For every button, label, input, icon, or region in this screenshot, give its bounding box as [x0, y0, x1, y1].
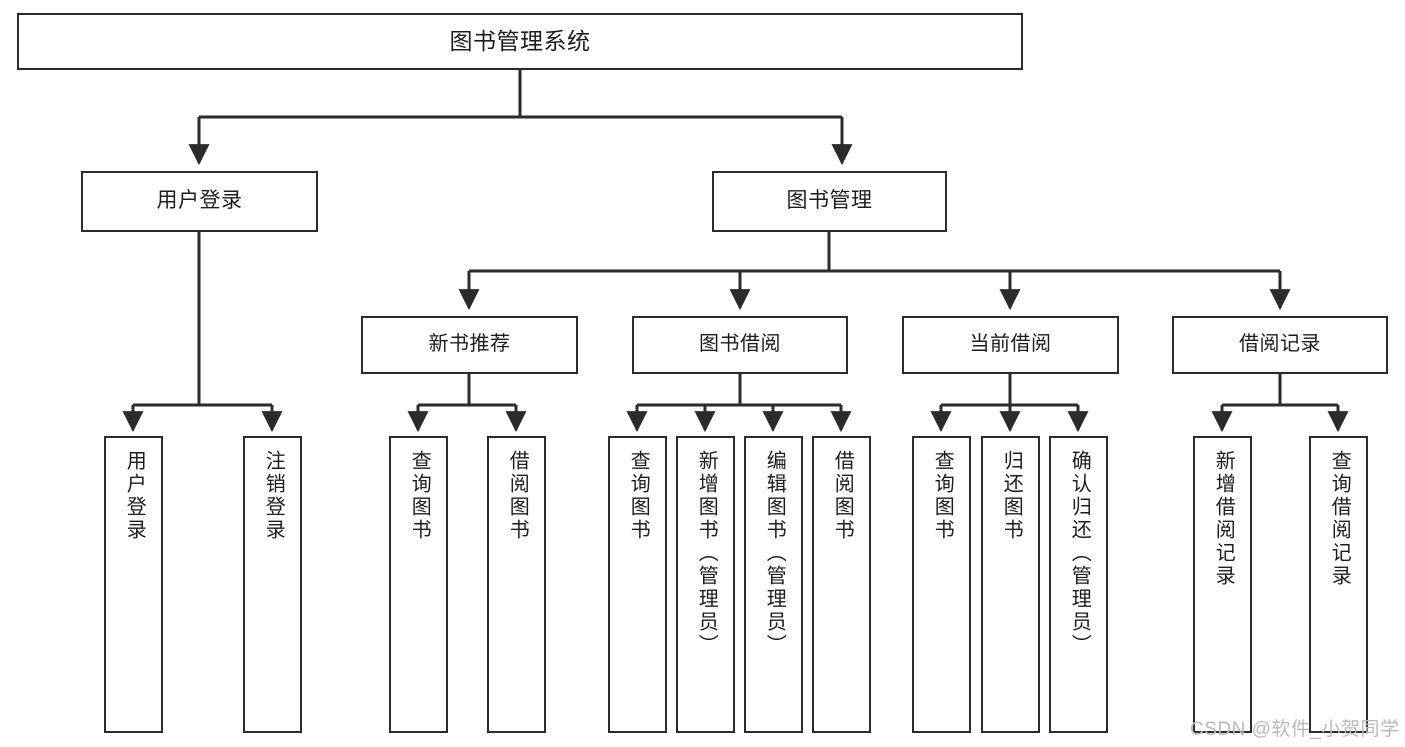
node-label: 注销登录 [262, 450, 285, 542]
node-label: 新书推荐 [428, 333, 511, 356]
leaf-current-borrow-return-book[interactable]: 归还图书 [981, 436, 1040, 733]
leaf-borrow-record-query-record[interactable]: 查询借阅记录 [1309, 436, 1368, 733]
node-label: 新增图书（管理员） [695, 450, 718, 657]
node-new-book-recommend[interactable]: 新书推荐 [361, 316, 578, 374]
leaf-current-borrow-query-book[interactable]: 查询图书 [912, 436, 971, 733]
node-label: 查询图书 [627, 450, 650, 542]
leaf-book-borrow-borrow-book[interactable]: 借阅图书 [812, 436, 871, 733]
node-label: 归还图书 [1000, 450, 1023, 542]
node-label: 查询图书 [931, 450, 954, 542]
node-label: 新增借阅记录 [1212, 450, 1235, 588]
node-label: 借阅记录 [1239, 333, 1321, 356]
node-label: 查询借阅记录 [1328, 450, 1351, 588]
leaf-current-borrow-confirm-return-admin[interactable]: 确认归还（管理员） [1049, 436, 1108, 733]
node-book-borrow[interactable]: 图书借阅 [632, 316, 848, 374]
leaf-book-borrow-edit-book-admin[interactable]: 编辑图书（管理员） [744, 436, 803, 733]
node-label: 用户登录 [123, 450, 146, 542]
node-label: 借阅图书 [506, 450, 529, 542]
node-label: 图书借阅 [699, 333, 781, 356]
node-label: 图书管理 [786, 189, 873, 213]
node-label: 当前借阅 [969, 333, 1052, 356]
node-label: 用户登录 [156, 189, 243, 213]
node-label: 编辑图书（管理员） [763, 450, 786, 657]
node-label: 借阅图书 [831, 450, 854, 542]
node-label: 查询图书 [408, 450, 431, 542]
leaf-new-book-borrow-book[interactable]: 借阅图书 [487, 436, 546, 733]
node-label: 确认归还（管理员） [1068, 450, 1091, 657]
leaf-book-borrow-add-book-admin[interactable]: 新增图书（管理员） [676, 436, 735, 733]
leaf-book-borrow-query-book[interactable]: 查询图书 [608, 436, 667, 733]
leaf-borrow-record-add-record[interactable]: 新增借阅记录 [1193, 436, 1252, 733]
node-user-login[interactable]: 用户登录 [81, 171, 318, 232]
leaf-new-book-query-book[interactable]: 查询图书 [389, 436, 448, 733]
node-borrow-record[interactable]: 借阅记录 [1172, 316, 1388, 374]
leaf-user-login-login[interactable]: 用户登录 [104, 436, 163, 733]
node-book-management[interactable]: 图书管理 [712, 171, 947, 232]
node-label: 图书管理系统 [449, 27, 591, 54]
node-current-borrow[interactable]: 当前借阅 [902, 316, 1119, 374]
csdn-watermark: CSDN @软件_小贺同学 [1190, 719, 1400, 740]
leaf-user-login-logout[interactable]: 注销登录 [243, 436, 302, 733]
node-root-book-management-system[interactable]: 图书管理系统 [17, 13, 1023, 70]
